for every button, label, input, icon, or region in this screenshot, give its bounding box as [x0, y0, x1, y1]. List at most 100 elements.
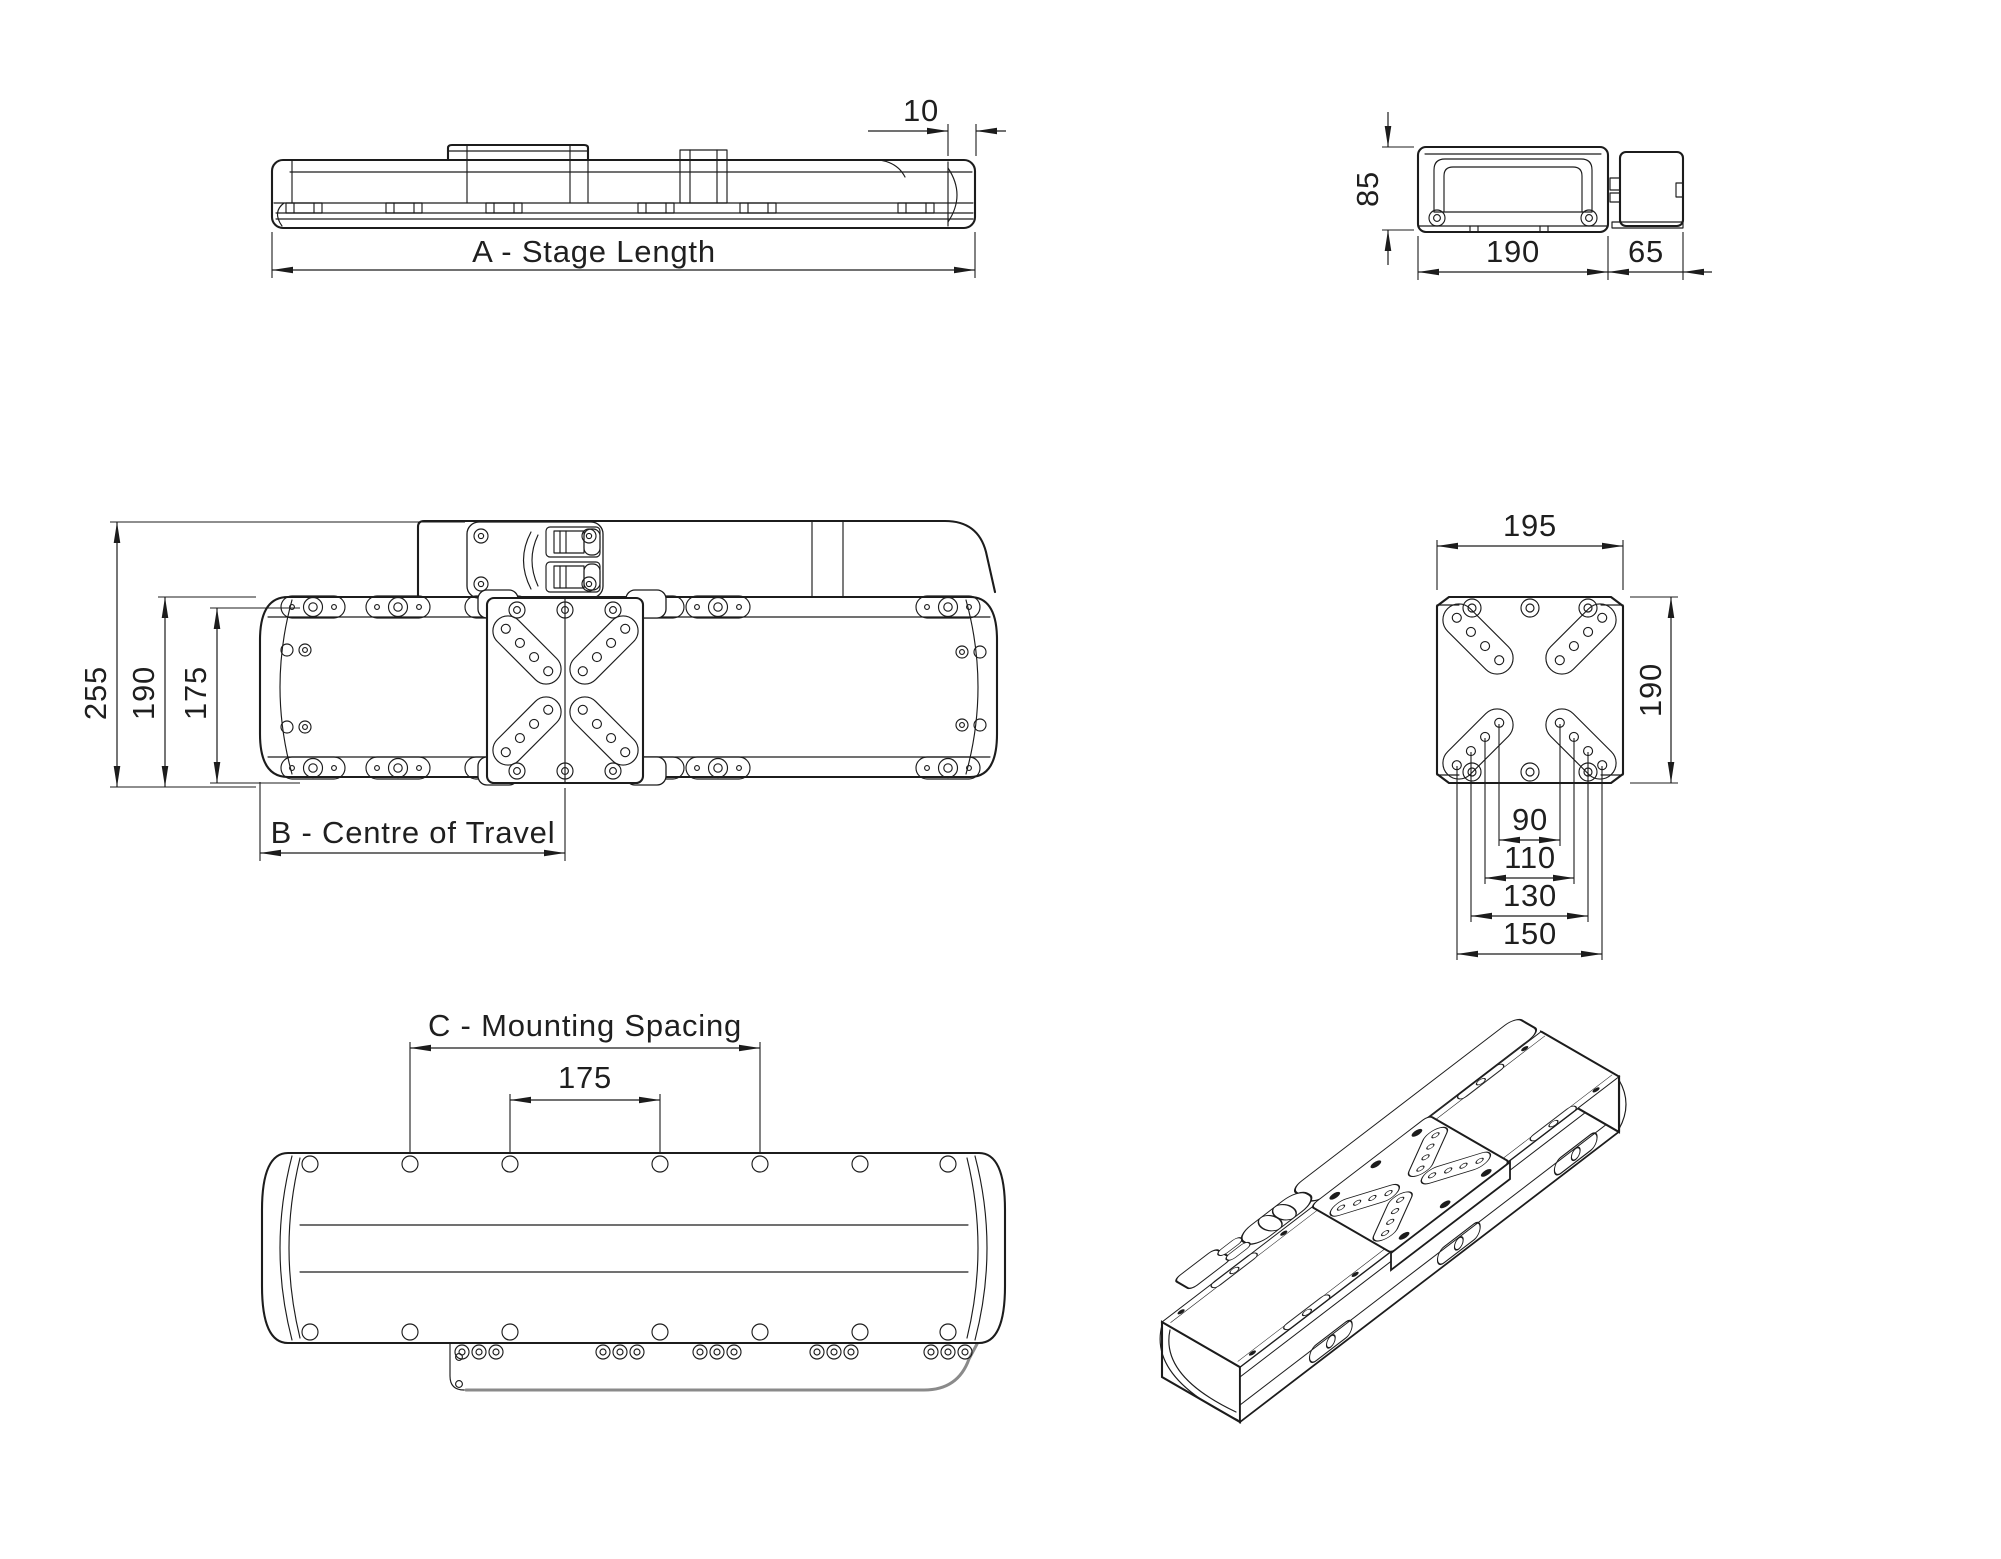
bottom-right-cap-arc2	[966, 1157, 979, 1339]
bottom-left-cap-arc2	[288, 1157, 301, 1339]
iso-left-cap-arc	[1159, 1324, 1239, 1421]
connector-cable-arc	[522, 531, 532, 590]
top-housing-strip	[416, 519, 997, 599]
dim-top-overall-width-text: 255	[78, 666, 113, 720]
dim-mounting-spacing-text: C - Mounting Spacing	[428, 1008, 742, 1043]
dim-holes-third-text: 130	[1503, 878, 1557, 913]
side-body-outline	[270, 158, 977, 230]
carriage-slot-tl	[1442, 603, 1514, 675]
bottom-body	[260, 1151, 1007, 1345]
iso-carriage-plate	[1311, 1116, 1509, 1253]
side-clamp-rect	[679, 149, 728, 204]
top-connector-assembly	[466, 521, 604, 599]
dim-top-body-width: 190	[126, 596, 256, 787]
dim-end-height: 85	[1350, 112, 1414, 265]
dim-end-offset-text: 10	[903, 93, 939, 128]
dim-plate-width: 195	[1436, 508, 1624, 590]
side-view: 10 A - Stage Length	[270, 93, 1006, 278]
dim-top-overall-width: 255	[78, 521, 465, 788]
dim-holes-second: 110	[1485, 840, 1574, 882]
connector-lower	[545, 561, 601, 593]
side-left-cap-arc	[276, 202, 285, 227]
dim-end-height-text: 85	[1350, 171, 1385, 207]
end-motor-box	[1609, 150, 1685, 229]
dim-end-body-width: 190	[1417, 234, 1609, 280]
dim-hole-pitch-text: 175	[558, 1060, 612, 1095]
dim-top-inner-width: 175	[178, 607, 300, 784]
end-cavity-outer	[1433, 158, 1593, 213]
iso-cable-plug-1	[1217, 1237, 1243, 1257]
iso-plate-slot-bl	[1372, 1191, 1413, 1242]
dim-stage-length-text: A - Stage Length	[472, 234, 716, 269]
bottom-attached-plate	[449, 1342, 979, 1392]
side-rail-tabs	[285, 202, 935, 214]
iso-plate-slot-tl	[1329, 1183, 1400, 1217]
dim-holes-outer: 150	[1457, 916, 1602, 958]
carriage-slot-br	[1545, 708, 1617, 780]
top-view: 255 190 175 B - Centre of Travel	[78, 519, 999, 861]
bottom-plate-screw-clusters	[454, 1344, 973, 1360]
top-plate-slot-bl	[492, 696, 562, 766]
top-plate-screws	[508, 601, 622, 780]
top-plate-slot-tr	[569, 615, 639, 685]
dim-end-motor-width-text: 65	[1628, 234, 1664, 269]
dim-holes-outer-text: 150	[1503, 916, 1557, 951]
bottom-body-outline	[260, 1151, 1007, 1345]
carriage-detail-view: 195 190 90 110 130	[1435, 508, 1678, 960]
iso-motor-cylinder	[1240, 1191, 1313, 1245]
top-right-cap-arc	[965, 599, 979, 775]
side-clamp-block	[679, 149, 728, 204]
bottom-plate-left-edge	[449, 1342, 465, 1391]
dim-holes-inner-text: 90	[1512, 802, 1548, 837]
iso-back-housing	[1175, 1018, 1538, 1290]
dim-holes-third: 130	[1471, 878, 1588, 920]
dim-mounting-spacing: C - Mounting Spacing	[409, 1008, 761, 1158]
bottom-left-cap-arc	[279, 1155, 293, 1341]
dim-hole-pitch: 175	[509, 1060, 661, 1158]
iso-top-face	[1160, 1030, 1621, 1368]
top-body-outline	[258, 595, 999, 779]
iso-left-cap-arc2	[1168, 1329, 1237, 1413]
side-right-transition-arc	[879, 159, 906, 178]
bottom-mounting-holes-top	[301, 1155, 957, 1173]
iso-front-rail-tabs	[1308, 1132, 1598, 1364]
iso-plate-slot-tr	[1407, 1126, 1449, 1178]
iso-plate-slot-br	[1420, 1151, 1492, 1185]
iso-top-edge-screws	[1177, 1046, 1600, 1356]
isometric-view	[1159, 1018, 1627, 1424]
carriage-slot-bl	[1442, 708, 1514, 780]
end-view: 85 190 65	[1350, 112, 1712, 280]
end-cavity-inner	[1443, 166, 1583, 213]
carriage-plate-outline	[1435, 595, 1625, 785]
bottom-view: C - Mounting Spacing 175	[260, 1008, 1007, 1392]
iso-cable-plug-2	[1225, 1241, 1251, 1261]
dim-end-motor-width: 65	[1608, 232, 1712, 280]
end-body-outline	[1416, 145, 1610, 234]
side-carriage	[446, 143, 590, 204]
bottom-plate-gray-edge	[464, 1342, 979, 1392]
top-carriage-plate	[477, 589, 667, 786]
dim-end-body-width-text: 190	[1486, 234, 1540, 269]
side-right-cap-arc	[947, 167, 958, 223]
carriage-screws	[1462, 598, 1598, 782]
connector-upper	[545, 526, 601, 558]
dim-holes-inner: 90	[1499, 802, 1560, 844]
bottom-right-cap-arc	[974, 1155, 988, 1341]
dim-plate-height-text: 190	[1633, 663, 1668, 717]
dim-plate-width-text: 195	[1503, 508, 1557, 543]
top-end-screws	[280, 643, 987, 734]
iso-top-tabs	[1210, 1063, 1577, 1331]
top-plate-slot-tl	[492, 615, 562, 685]
dim-top-body-width-text: 190	[126, 666, 161, 720]
carriage-slot-tr	[1545, 603, 1617, 675]
bottom-mounting-holes-bottom	[301, 1323, 957, 1341]
dim-plate-height: 190	[1630, 596, 1678, 784]
side-carriage-top	[446, 143, 590, 162]
dim-top-inner-width-text: 175	[178, 666, 213, 720]
top-left-cap-arc	[279, 599, 293, 775]
dim-holes-second-text: 110	[1504, 840, 1556, 875]
iso-plate-thickness	[1390, 1160, 1511, 1272]
dim-stage-length: A - Stage Length	[271, 232, 976, 278]
